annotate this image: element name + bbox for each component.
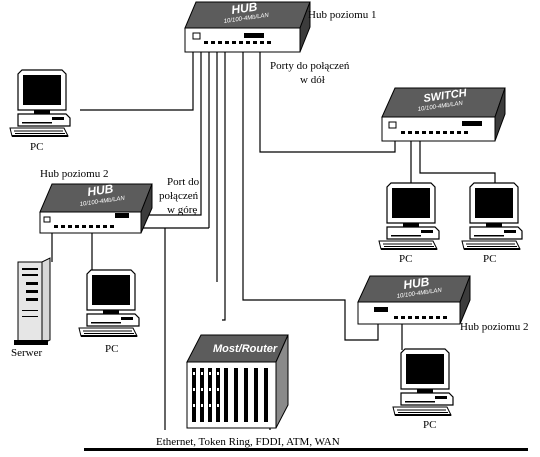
pc-hub-right-label: PC: [423, 419, 436, 431]
pc-hub-right-icon: [392, 348, 454, 417]
pc-top-left-icon: [9, 69, 71, 138]
pc-hub-left-icon: [78, 269, 140, 338]
pc-switch-left-label: PC: [399, 253, 412, 265]
port-up-label-line3: w górę: [167, 204, 197, 216]
switch-device: SWITCH 10/100-4Mb/LAN: [381, 87, 506, 142]
server-device: [14, 257, 51, 345]
port-up-label-line2: połączeń: [159, 190, 199, 202]
hub-level1-device: HUB 10/100-4Mb/LAN: [184, 0, 311, 53]
pc-top-left-label: PC: [30, 141, 43, 153]
pc-switch-right-icon: [461, 182, 523, 251]
network-backbone-label: Ethernet, Token Ring, FDDI, ATM, WAN: [156, 436, 340, 448]
pc-switch-left-icon: [378, 182, 440, 251]
hub-left-title: HUB: [86, 181, 114, 199]
network-backbone-line: [84, 448, 528, 451]
hub-level2-right-label: Hub poziomu 2: [460, 321, 528, 333]
port-up-label-line1: Port do: [167, 176, 200, 188]
hub-level2-left-device: HUB 10/100-4Mb/LAN: [39, 181, 153, 234]
hub-top-title: HUB: [230, 0, 258, 17]
pc-hub-left-label: PC: [105, 343, 118, 355]
hub-level1-label: Hub poziomu 1: [308, 9, 376, 21]
hub-level2-right-device: HUB 10/100-4Mb/LAN: [357, 274, 471, 325]
connection-wires: [51, 48, 496, 430]
ports-down-label-line2: w dół: [300, 74, 325, 86]
router-device: Most/Router: [186, 334, 289, 429]
ports-down-label-line1: Porty do połączeń: [270, 60, 350, 72]
router-title: Most/Router: [213, 343, 278, 355]
server-label: Serwer: [11, 347, 42, 359]
hub-level2-left-label: Hub poziomu 2: [40, 168, 108, 180]
pc-switch-right-label: PC: [483, 253, 496, 265]
hub-right-title: HUB: [402, 274, 430, 292]
